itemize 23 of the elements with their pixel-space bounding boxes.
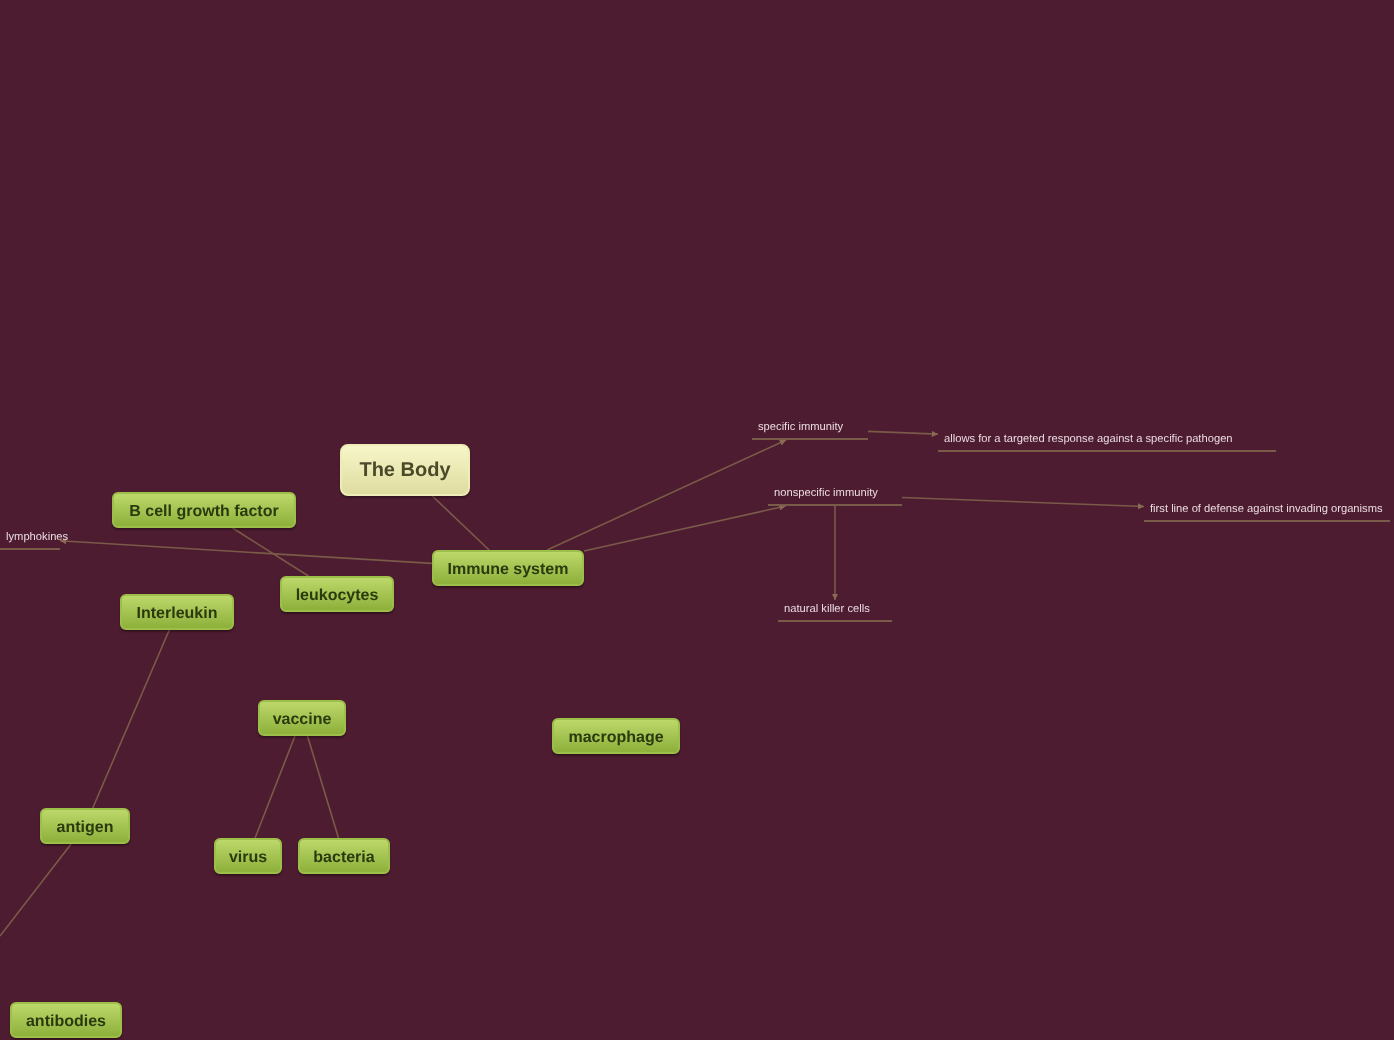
topic-box: antigen xyxy=(40,808,130,844)
connector-line xyxy=(867,430,939,438)
central-topic-box: The Body xyxy=(340,444,470,496)
connector-line xyxy=(0,843,72,937)
connector-line xyxy=(546,439,787,551)
connector-line xyxy=(306,735,340,839)
topic-box: leukocytes xyxy=(280,576,394,612)
connector-line xyxy=(254,735,296,839)
connector-line xyxy=(91,629,171,809)
connector-line xyxy=(901,496,1145,510)
topic-box: vaccine xyxy=(258,700,346,736)
connector-line xyxy=(59,538,433,565)
topic-box: antibodies xyxy=(10,1002,122,1038)
connector-line xyxy=(583,504,787,552)
topic-box: Immune system xyxy=(432,550,584,586)
topic-box: Interleukin xyxy=(120,594,234,630)
topic-box: virus xyxy=(214,838,282,874)
topic-box: bacteria xyxy=(298,838,390,874)
connector-line xyxy=(831,505,839,601)
topic-box: macrophage xyxy=(552,718,680,754)
connector-line xyxy=(231,527,310,577)
topic-box: B cell growth factor xyxy=(112,492,296,528)
connector-line xyxy=(431,495,490,551)
